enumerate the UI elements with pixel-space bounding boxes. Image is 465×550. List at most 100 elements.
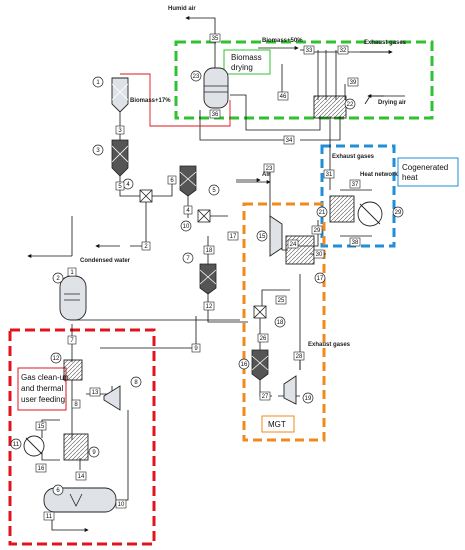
exhaust-gases-mgt-label: Exhaust gases [308, 342, 351, 348]
stream-numbers: 1 2 3 4 5 6 7 8 9 10 11 12 13 14 15 16 1… [35, 33, 361, 521]
svg-text:6: 6 [170, 178, 174, 184]
condensed-water-label: Condensed water [80, 258, 131, 264]
biomass-17-label: Biomass+17% [130, 98, 171, 104]
svg-text:7: 7 [70, 338, 74, 344]
svg-text:29: 29 [395, 210, 402, 216]
heat-exchanger-22 [313, 95, 347, 119]
svg-text:8: 8 [74, 402, 78, 408]
reactor-7 [199, 263, 217, 295]
svg-text:18: 18 [277, 320, 284, 326]
svg-text:17: 17 [230, 234, 237, 240]
svg-text:33: 33 [306, 48, 313, 54]
svg-text:17: 17 [317, 276, 324, 282]
svg-text:9: 9 [194, 346, 198, 352]
svg-text:46: 46 [280, 94, 287, 100]
biomass-drying-line1: Biomass [231, 53, 262, 62]
humid-air-label: Humid air [168, 6, 196, 12]
air-label: Air [262, 172, 271, 178]
svg-text:22: 22 [347, 102, 354, 108]
cleanup-line1: Gas clean-up [21, 373, 69, 382]
biomass-50-label: Biomass+50% [262, 38, 303, 44]
svg-text:13: 13 [92, 390, 99, 396]
svg-text:5: 5 [212, 188, 216, 194]
exhaust-gases-top-label: Exhaust gases [364, 40, 407, 46]
svg-text:35: 35 [212, 36, 219, 42]
svg-text:3: 3 [118, 128, 122, 134]
svg-text:24: 24 [290, 242, 297, 248]
svg-text:10: 10 [118, 502, 125, 508]
heat-network-label: Heat network [360, 172, 398, 178]
svg-text:19: 19 [305, 396, 312, 402]
svg-text:39: 39 [350, 80, 357, 86]
svg-text:9: 9 [92, 450, 96, 456]
svg-text:28: 28 [296, 354, 303, 360]
mixer-18 [253, 305, 267, 319]
cogen-line1: Cogenerated [402, 163, 448, 172]
heat-exchanger-12 [63, 359, 83, 381]
svg-text:37: 37 [352, 182, 359, 188]
cooler-29 [357, 201, 383, 227]
cogenerated-heat-frame [320, 144, 396, 248]
cleanup-line3: user feeding [21, 395, 65, 404]
unit-numbers: 1 2 3 4 5 6 7 8 9 10 11 12 15 16 17 18 1… [10, 70, 404, 496]
cogenerated-heat-label-box: Cogenerated heat [397, 157, 459, 187]
svg-text:30: 30 [316, 252, 323, 258]
cleanup-line2: and thermal [21, 384, 63, 393]
mgt-frame [242, 202, 326, 442]
svg-text:12: 12 [53, 356, 60, 362]
compressor-8 [103, 385, 121, 411]
svg-text:7: 7 [186, 256, 190, 262]
svg-text:16: 16 [38, 466, 45, 472]
flow-lines [27, 16, 405, 532]
svg-text:12: 12 [206, 304, 213, 310]
biomass-drying-frame [174, 40, 434, 120]
mixer-4 [139, 189, 153, 203]
mixer-10 [197, 209, 211, 223]
svg-text:14: 14 [78, 474, 85, 480]
gas-cleanup-frame [8, 328, 156, 546]
svg-text:15: 15 [259, 234, 266, 240]
svg-text:4: 4 [186, 208, 190, 214]
svg-text:23: 23 [193, 74, 200, 80]
turbine-19 [283, 375, 297, 405]
mgt-label-box: MGT [261, 415, 295, 433]
cogen-line2: heat [402, 173, 418, 182]
exhaust-gases-chp-label: Exhaust gases [332, 154, 375, 160]
svg-text:6: 6 [56, 488, 60, 494]
svg-text:34: 34 [286, 138, 293, 144]
reactor-5 [179, 165, 197, 197]
svg-text:2: 2 [144, 244, 148, 250]
svg-text:16: 16 [241, 362, 248, 368]
svg-text:5: 5 [118, 184, 122, 190]
svg-text:23: 23 [266, 166, 273, 172]
condenser-2 [59, 275, 87, 321]
heat-exchanger-21 [329, 195, 355, 223]
stream-labels: Humid air Biomass+50% Exhaust gases Dryi… [80, 6, 407, 348]
heat-exchanger-9 [63, 433, 89, 461]
svg-text:27: 27 [262, 394, 269, 400]
mgt-label: MGT [268, 420, 286, 429]
biomass-drying-label-box: Biomass drying [223, 49, 271, 75]
svg-text:2: 2 [56, 276, 60, 282]
svg-text:25: 25 [278, 298, 285, 304]
svg-text:26: 26 [260, 336, 267, 342]
reactor-1 [111, 77, 129, 113]
svg-text:11: 11 [13, 442, 20, 448]
reactor-3 [111, 139, 129, 177]
biomass-drying-line2: drying [231, 63, 253, 72]
drying-air-label: Drying air [378, 100, 407, 106]
svg-text:38: 38 [352, 240, 359, 246]
svg-text:21: 21 [319, 210, 326, 216]
svg-text:10: 10 [183, 224, 190, 230]
svg-text:1: 1 [96, 80, 100, 86]
cooler-11 [23, 435, 45, 457]
svg-text:1: 1 [70, 270, 74, 276]
svg-text:3: 3 [96, 148, 100, 154]
svg-text:8: 8 [134, 380, 138, 386]
dryer-23 [203, 67, 229, 109]
svg-text:18: 18 [206, 248, 213, 254]
svg-text:29: 29 [314, 228, 321, 234]
stream-arrows [236, 46, 393, 182]
reactor-16 [251, 349, 269, 381]
